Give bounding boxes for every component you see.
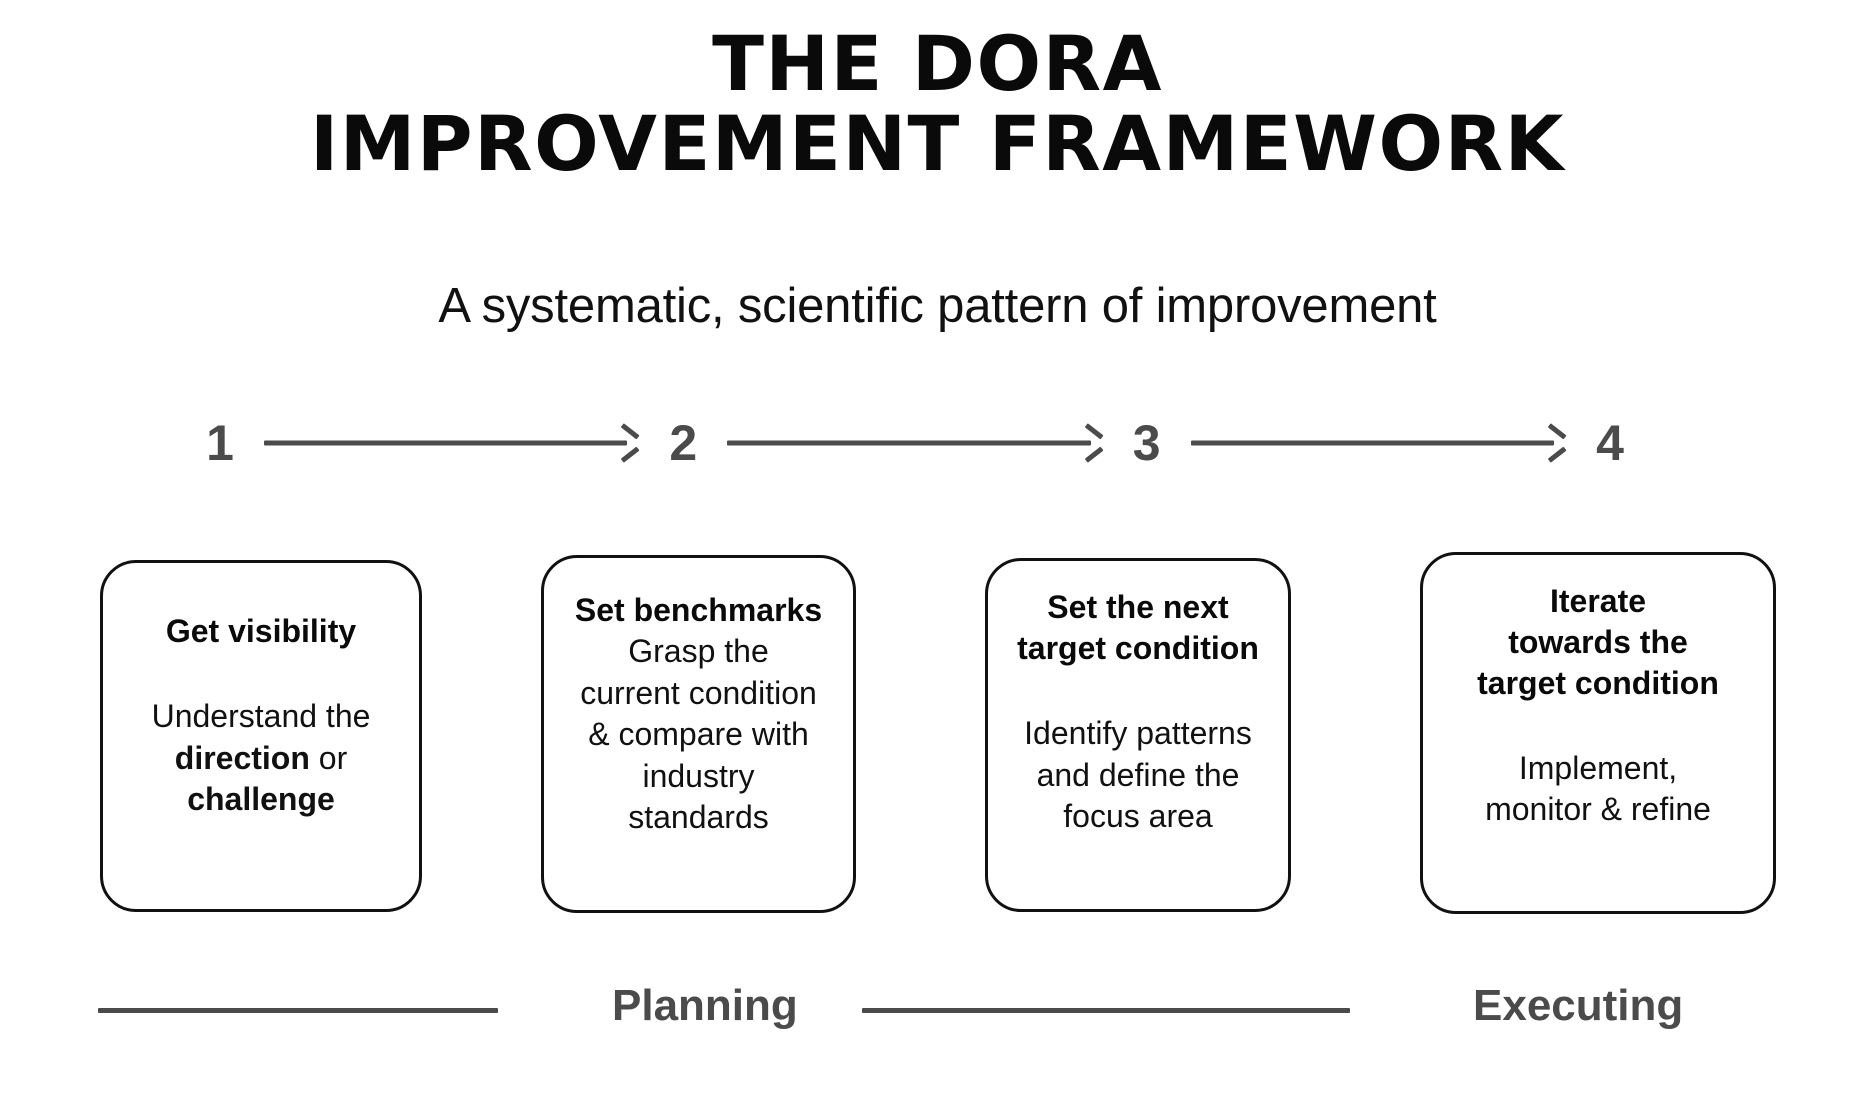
step-card-1-body-bold-2: challenge [187, 781, 335, 818]
step-number-4: 4 [1596, 415, 1624, 471]
step-sequence: 1 2 3 4 [200, 412, 1630, 474]
step-card-4-body-line-2: monitor & refine [1485, 791, 1711, 828]
step-card-1: Get visibility Understand the direction … [100, 560, 422, 912]
step-card-2-body: Grasp the current condition & compare wi… [580, 631, 817, 839]
title-line-1: THE DORA [712, 19, 1163, 108]
step-number-1: 1 [206, 415, 234, 471]
step-card-1-body-mid: or [309, 739, 348, 776]
step-card-3-heading-line-1: Set the next [1047, 589, 1229, 625]
phase-label-executing: Executing [1473, 981, 1684, 1030]
phase-line-middle [862, 1008, 1350, 1013]
step-number-2: 2 [669, 415, 698, 471]
page-subtitle: A systematic, scientific pattern of impr… [438, 279, 1437, 333]
step-card-2-body-line-3: & compare with [588, 716, 809, 753]
step-card-4-heading-line-1: Iterate [1549, 583, 1647, 619]
arrow-shaft [1190, 440, 1554, 446]
page-title: THE DORA IMPROVEMENT FRAMEWORK [0, 24, 1875, 184]
step-card-3-body-line-1: Identify patterns [1024, 714, 1252, 751]
step-card-1-body-bold-1: direction [174, 739, 310, 776]
step-card-4: Iterate towards the target condition Imp… [1420, 552, 1776, 914]
arrow-right-icon-3 [1190, 440, 1566, 446]
step-card-2-heading: Set benchmarks [574, 592, 823, 628]
step-number-3: 3 [1132, 415, 1161, 471]
step-card-4-heading: Iterate towards the target condition [1477, 581, 1719, 704]
arrow-shaft [727, 440, 1091, 446]
arrow-shaft [264, 440, 628, 446]
step-card-3: Set the next target condition Identify p… [985, 558, 1291, 912]
phase-bracket-row: Planning Executing [0, 984, 1875, 1058]
step-card-3-heading: Set the next target condition [1017, 587, 1259, 669]
phase-line-left [98, 1008, 498, 1013]
step-card-2-body-line-4: industry [642, 757, 755, 794]
step-card-4-body: Implement, monitor & refine [1485, 748, 1711, 831]
step-card-3-body-line-3: focus area [1063, 798, 1213, 835]
step-card-2-body-line-1: Grasp the [628, 632, 769, 669]
step-card-4-heading-line-2: towards the [1508, 623, 1688, 660]
step-card-4-body-line-1: Implement, [1518, 749, 1678, 786]
step-card-1-heading: Get visibility [165, 613, 357, 649]
phase-label-planning: Planning [612, 981, 798, 1030]
step-card-4-heading-line-3: target condition [1477, 664, 1719, 701]
arrow-right-icon-2 [727, 440, 1102, 446]
title-line-2: IMPROVEMENT FRAMEWORK [309, 98, 1566, 188]
step-card-2-body-line-2: current condition [580, 674, 817, 711]
step-card-1-body: Understand the direction or challenge [152, 696, 371, 821]
step-card-2: Set benchmarks Grasp the current conditi… [541, 555, 856, 913]
arrow-right-icon-1 [264, 440, 639, 446]
step-card-2-body-line-5: standards [628, 799, 769, 836]
step-card-1-body-line-1: Understand the [151, 697, 371, 734]
step-card-3-body: Identify patterns and define the focus a… [1024, 713, 1252, 838]
step-card-3-heading-line-2: target condition [1017, 629, 1259, 666]
step-card-3-body-line-2: and define the [1036, 756, 1240, 793]
